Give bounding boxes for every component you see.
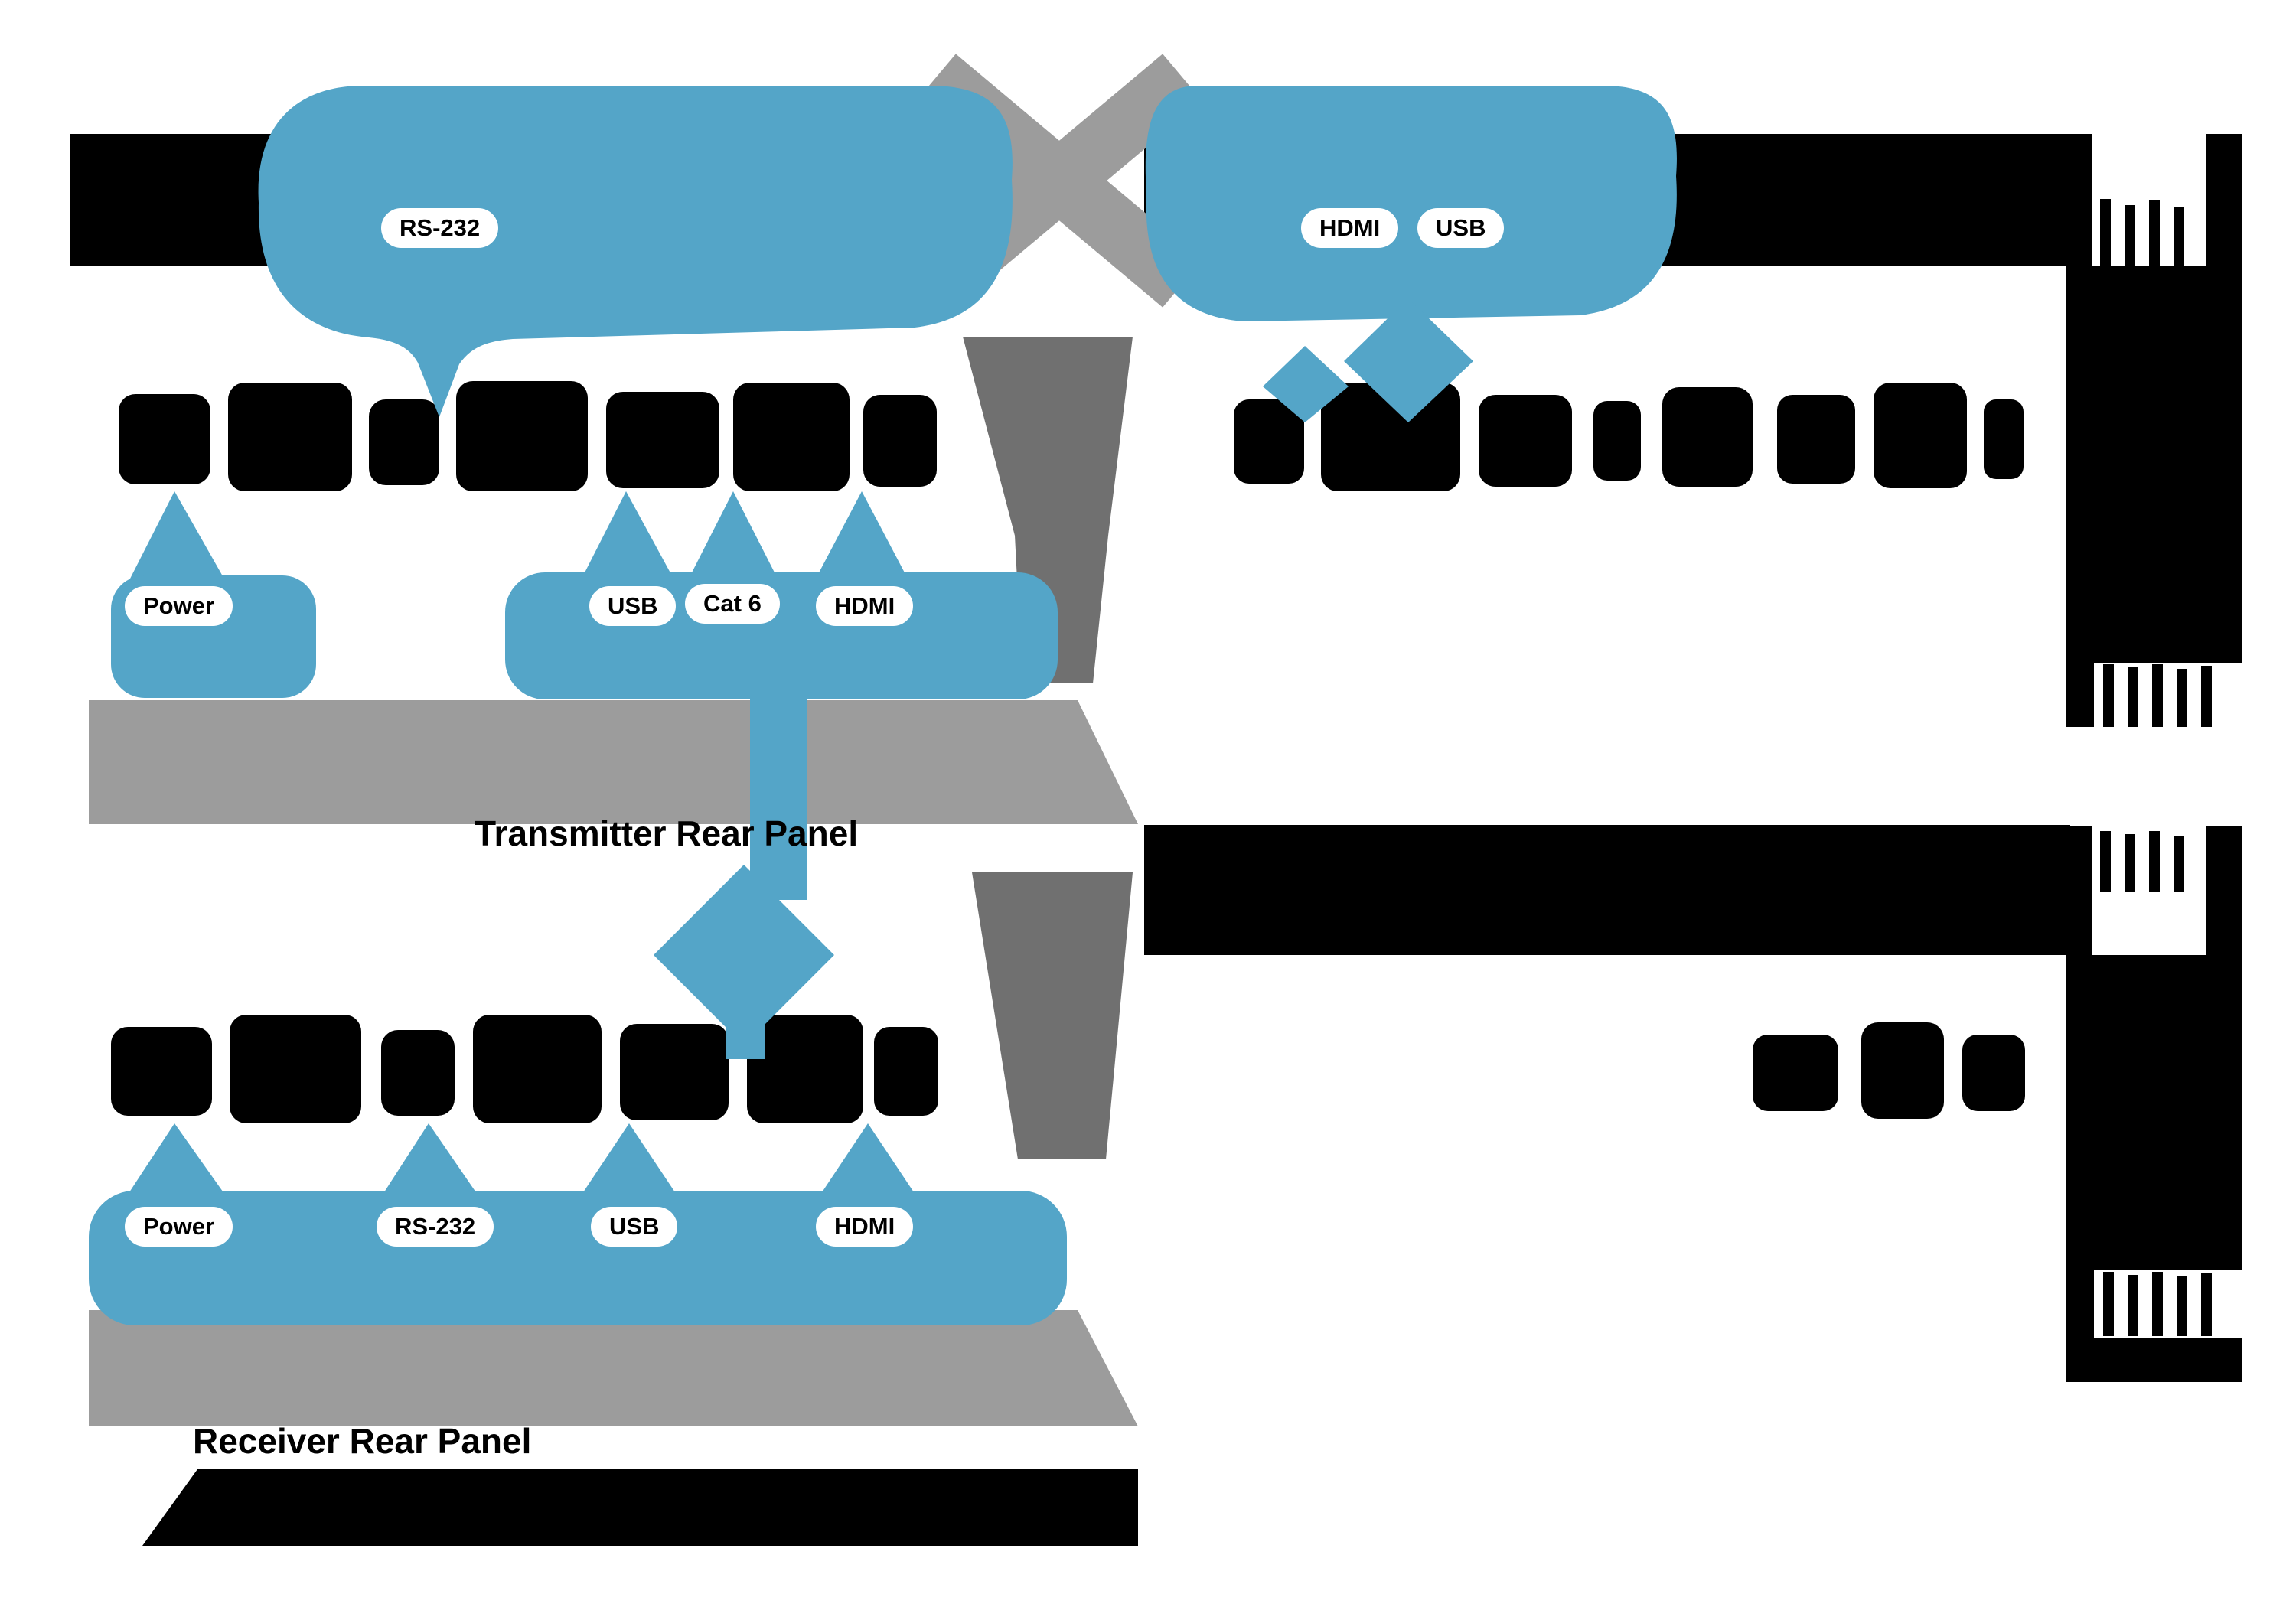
receiver-caption: Receiver Rear Panel [193, 1421, 532, 1461]
label-rs232-top: RS-232 [381, 208, 499, 248]
receiver-body [89, 1310, 1138, 1426]
receiver-port-row [111, 1015, 938, 1123]
callout-hdmi-usb [1145, 86, 1677, 321]
label-cat6: Cat 6 [685, 584, 780, 624]
label-hdmi-bottom: HDMI [816, 1207, 914, 1247]
source-port-row [1234, 383, 2024, 491]
transmitter-caption: Transmitter Rear Panel [475, 813, 859, 853]
transmitter-port-row [119, 381, 937, 491]
callout-rs232 [258, 86, 1013, 417]
label-usb-bottom: USB [591, 1207, 678, 1247]
label-power-top: Power [125, 586, 233, 626]
label-rs232-bottom: RS-232 [377, 1207, 494, 1247]
cable-top-center [963, 337, 1133, 683]
cable-bundle-right-top [2066, 134, 2244, 727]
label-usb-top: USB [589, 586, 677, 626]
label-hdmi-top: HDMI [816, 586, 914, 626]
label-hdmi-source: HDMI [1301, 208, 1399, 248]
bottom-bar-right [1144, 825, 2070, 955]
display-port-row [1753, 1022, 2025, 1119]
label-power-bottom: Power [125, 1207, 233, 1247]
callout-hdmi-usb-pointer-small [1263, 346, 1349, 422]
cable-bottom-center [972, 872, 1133, 1159]
bottom-base-bar [142, 1469, 1138, 1546]
cat6-cable [654, 686, 834, 1059]
callout-usb-cat6-hdmi [505, 491, 1058, 699]
callout-hdmi-usb-pointer [1344, 298, 1473, 422]
transmitter-body [89, 700, 1138, 824]
label-usb-source: USB [1417, 208, 1505, 248]
cable-bundle-right-bottom [2066, 826, 2244, 1382]
callout-receiver-ports [89, 1123, 1067, 1325]
